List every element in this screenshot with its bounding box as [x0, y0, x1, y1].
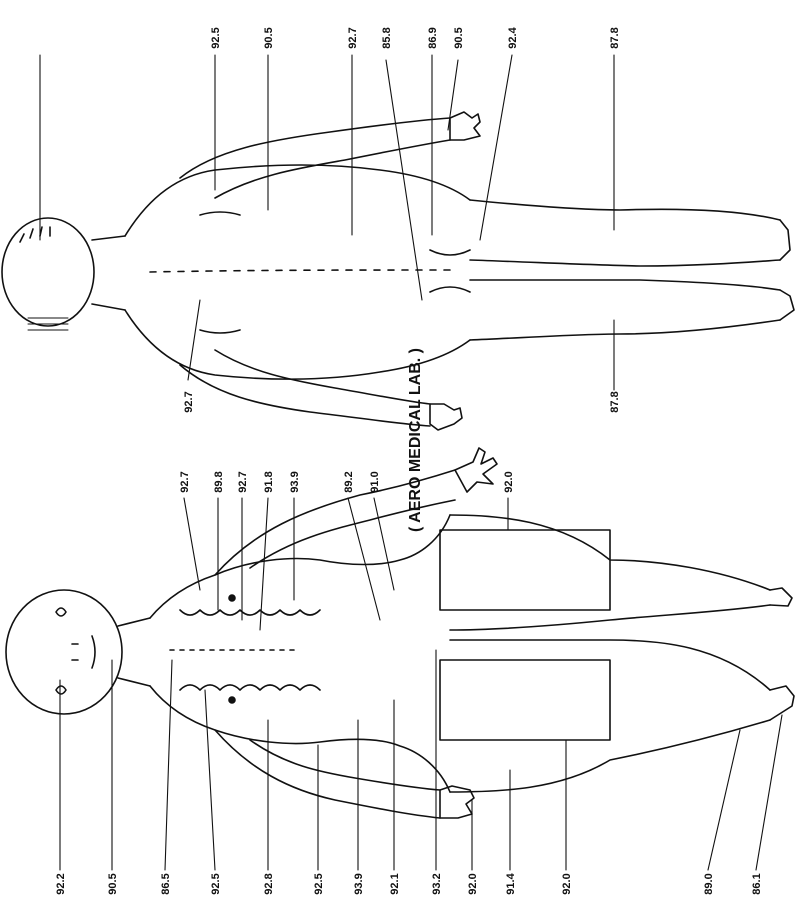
back-reading: 92.4: [507, 26, 519, 48]
back-reading: 92.5: [210, 27, 222, 48]
front-reading: 89.8: [213, 471, 225, 492]
front-body-figure: [6, 448, 794, 818]
front-reading: 86.5: [160, 873, 172, 894]
back-reading: 92.7: [347, 27, 359, 48]
front-reading: 86.1: [751, 873, 763, 894]
front-reading: 92.7: [237, 471, 249, 492]
front-reading: 92.0: [561, 873, 573, 894]
front-reading: 92.0: [503, 471, 515, 492]
back-reading: 92.7: [183, 391, 195, 412]
back-body-figure: [2, 112, 794, 430]
back-reading: 90.5: [453, 27, 465, 48]
back-reading: 87.8: [609, 391, 621, 412]
front-reading: 92.8: [263, 873, 275, 894]
front-reading: 93.2: [431, 873, 443, 894]
front-reading: 90.5: [107, 873, 119, 894]
front-reading: 93.9: [289, 471, 301, 492]
back-reading: 86.9: [427, 27, 439, 48]
front-reading: 92.1: [389, 873, 401, 894]
back-reading: 87.8: [609, 27, 621, 48]
front-reading: 91.8: [263, 471, 275, 492]
back-reading: 90.5: [263, 27, 275, 48]
front-reading: 93.9: [353, 873, 365, 894]
back-reading: 85.8: [381, 27, 393, 48]
front-reading: 92.5: [313, 873, 325, 894]
front-reading: 91.0: [369, 471, 381, 492]
front-reading: 92.7: [179, 471, 191, 492]
chart-title: ( AERO MEDICAL LAB. ): [407, 348, 424, 532]
front-reading: 92.0: [467, 873, 479, 894]
front-reading: 89.0: [703, 873, 715, 894]
front-reading: 89.2: [343, 471, 355, 492]
front-reading: 91.4: [505, 872, 517, 894]
front-reading: 92.5: [210, 873, 222, 894]
front-reading: 92.2: [55, 873, 67, 894]
